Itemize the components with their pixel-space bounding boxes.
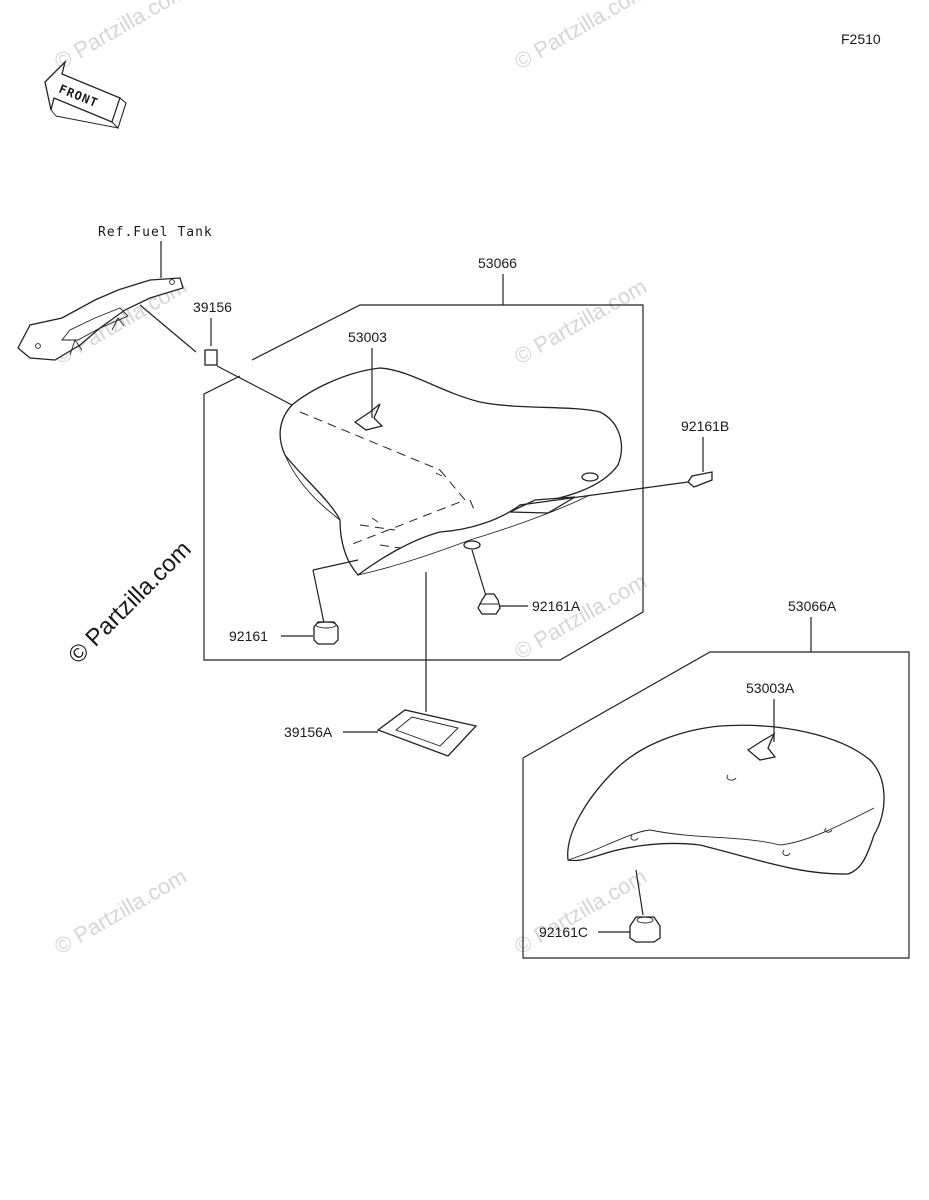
part-92161b-damper	[687, 471, 713, 488]
part-92161a-damper	[477, 593, 501, 615]
label-53003a: 53003A	[746, 680, 795, 696]
watermark: © Partzilla.com	[50, 864, 191, 960]
fuel-tank-bracket: Ref.Fuel Tank	[17, 225, 213, 361]
label-92161c: 92161C	[539, 924, 588, 940]
label-53066a: 53066A	[788, 598, 837, 614]
watermark: © Partzilla.com	[50, 0, 191, 74]
label-39156a: 39156A	[284, 724, 333, 740]
seat-53066	[279, 367, 622, 576]
label-92161: 92161	[229, 628, 268, 644]
watermark: © Partzilla.com	[510, 864, 651, 960]
figure-code: F2510	[841, 31, 881, 47]
box-53066a	[522, 651, 910, 959]
side-watermark: © Partzilla.com	[63, 536, 196, 669]
label-53066: 53066	[478, 255, 517, 271]
watermark: © Partzilla.com	[510, 569, 651, 665]
part-39156-pad	[204, 349, 218, 366]
box-53066	[203, 304, 644, 661]
ref-fuel-tank-label: Ref.Fuel Tank	[98, 225, 213, 240]
part-92161c-damper	[629, 916, 661, 943]
label-39156: 39156	[193, 299, 232, 315]
part-92161-damper	[313, 621, 339, 645]
label-92161a: 92161A	[532, 598, 581, 614]
front-arrow-icon: FRONT	[44, 59, 127, 130]
seat-cover-53066a	[567, 724, 885, 875]
part-39156a-pad	[376, 709, 478, 757]
watermark: © Partzilla.com	[510, 274, 651, 370]
watermark: © Partzilla.com	[510, 0, 651, 74]
label-92161b: 92161B	[681, 418, 729, 434]
label-53003: 53003	[348, 329, 387, 345]
